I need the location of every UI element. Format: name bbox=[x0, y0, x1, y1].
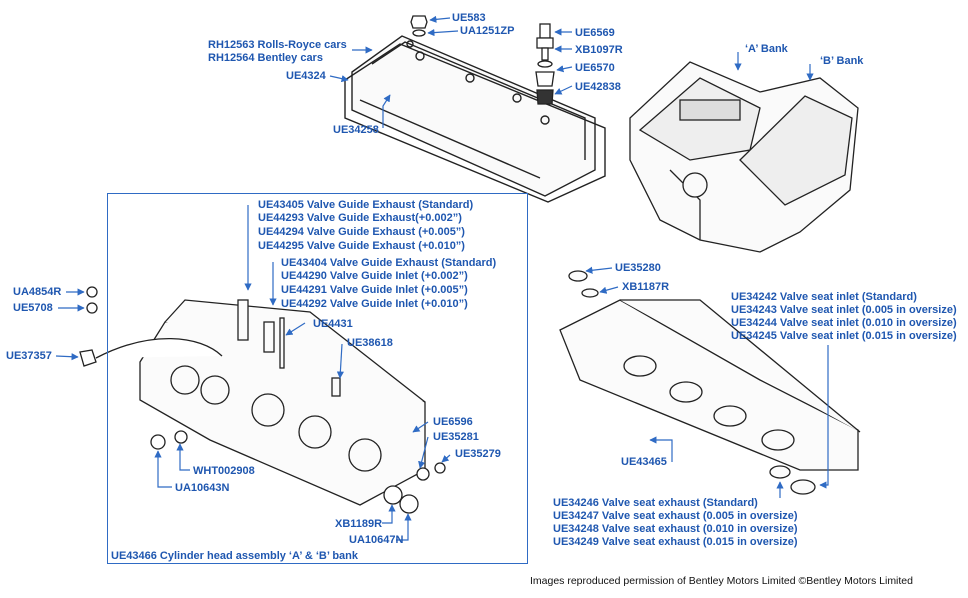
part-label-ue43465: UE43465 bbox=[621, 456, 667, 468]
part-label-ue5708: UE5708 bbox=[13, 302, 53, 314]
engine-block-drawing bbox=[629, 61, 859, 253]
part-label-ue35280: UE35280 bbox=[615, 262, 661, 274]
part-label-ue34242: UE34242 Valve seat inlet (Standard) bbox=[731, 291, 917, 303]
part-label-ue42838: UE42838 bbox=[575, 81, 621, 93]
part-label-ue34246: UE34246 Valve seat exhaust (Standard) bbox=[553, 497, 758, 509]
cylinder-head-assembly-box bbox=[107, 193, 528, 564]
part-label-ue44290: UE44290 Valve Guide Inlet (+0.002”) bbox=[281, 270, 468, 282]
part-label-ue43466: UE43466 Cylinder head assembly ‘A’ & ‘B’… bbox=[111, 550, 359, 562]
leader-lines bbox=[55, 15, 829, 541]
part-label-ue34258: UE34258 bbox=[333, 124, 379, 136]
part-label-b-bank: ‘B’ Bank bbox=[820, 55, 864, 67]
part-label-wht002908: WHT002908 bbox=[193, 465, 255, 477]
part-label-ue34247: UE34247 Valve seat exhaust (0.005 in ove… bbox=[553, 510, 798, 522]
cylinder-head-left-drawing bbox=[139, 299, 426, 506]
part-label-ue35281: UE35281 bbox=[433, 431, 479, 443]
part-label-ue43404: UE43404 Valve Guide Exhaust (Standard) bbox=[281, 257, 497, 269]
part-label-ue4324: UE4324 bbox=[286, 70, 326, 82]
part-label-xb1189r: XB1189R bbox=[335, 518, 383, 530]
part-label-ue34248: UE34248 Valve seat exhaust (0.010 in ove… bbox=[553, 523, 798, 535]
part-label-ue34243: UE34243 Valve seat inlet (0.005 in overs… bbox=[731, 304, 957, 316]
part-label-ue43405: UE43405 Valve Guide Exhaust (Standard) bbox=[258, 199, 474, 211]
part-label-xb1097r: XB1097R bbox=[575, 44, 623, 56]
cylinder-head-right-drawing bbox=[559, 270, 861, 495]
copyright-credit: Images reproduced permission of Bentley … bbox=[530, 575, 913, 587]
bolt-drawing bbox=[410, 15, 555, 105]
part-label-ue44292: UE44292 Valve Guide Inlet (+0.010”) bbox=[281, 298, 468, 310]
part-label-ua4854r: UA4854R bbox=[13, 286, 62, 298]
part-label-ua10643n: UA10643N bbox=[175, 482, 230, 494]
part-label-ue6596: UE6596 bbox=[433, 416, 473, 428]
part-label-ua10647n: UA10647N bbox=[349, 534, 404, 546]
part-label-xb1187r: XB1187R bbox=[622, 281, 670, 293]
part-label-ue38618: UE38618 bbox=[347, 337, 393, 349]
part-label-ue34245: UE34245 Valve seat inlet (0.015 in overs… bbox=[731, 330, 957, 342]
part-label-ue44291: UE44291 Valve Guide Inlet (+0.005”) bbox=[281, 284, 468, 296]
part-label-ue4431: UE4431 bbox=[313, 318, 353, 330]
part-label-ue34244: UE34244 Valve seat inlet (0.010 in overs… bbox=[731, 317, 957, 329]
rocker-cover-drawing bbox=[344, 35, 606, 203]
part-label-ue37357: UE37357 bbox=[6, 350, 52, 362]
part-label-rh12563: RH12563 Rolls-Royce cars bbox=[208, 39, 347, 51]
loose-parts-left-drawing bbox=[79, 286, 446, 514]
part-label-ue44295: UE44295 Valve Guide Exhaust (+0.010”) bbox=[258, 240, 465, 252]
part-label-ue583: UE583 bbox=[452, 12, 486, 24]
part-label-ue44294: UE44294 Valve Guide Exhaust (+0.005”) bbox=[258, 226, 465, 238]
part-label-ue6569: UE6569 bbox=[575, 27, 615, 39]
part-label-ue34249: UE34249 Valve seat exhaust (0.015 in ove… bbox=[553, 536, 798, 548]
part-label-a-bank: ‘A’ Bank bbox=[745, 43, 788, 55]
part-label-ue44293: UE44293 Valve Guide Exhaust(+0.002”) bbox=[258, 212, 462, 224]
part-label-ue6570: UE6570 bbox=[575, 62, 615, 74]
part-label-rh12564: RH12564 Bentley cars bbox=[208, 52, 323, 64]
part-label-ue35279: UE35279 bbox=[455, 448, 501, 460]
part-label-ua1251zp: UA1251ZP bbox=[460, 25, 515, 37]
